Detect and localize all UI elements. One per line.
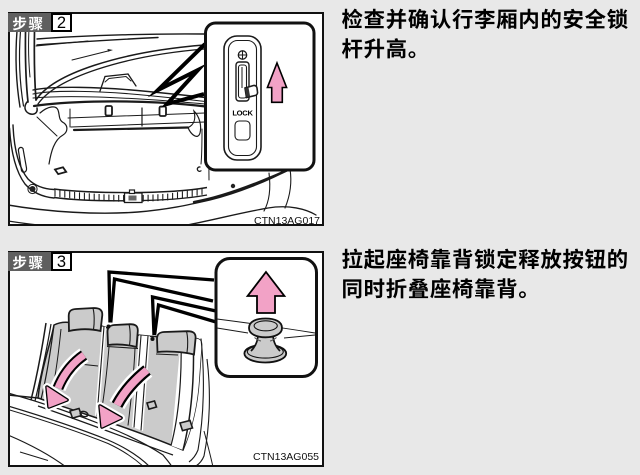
svg-text:3: 3 bbox=[57, 253, 66, 271]
svg-text:LOCK: LOCK bbox=[232, 109, 253, 118]
svg-text:2: 2 bbox=[57, 14, 66, 32]
